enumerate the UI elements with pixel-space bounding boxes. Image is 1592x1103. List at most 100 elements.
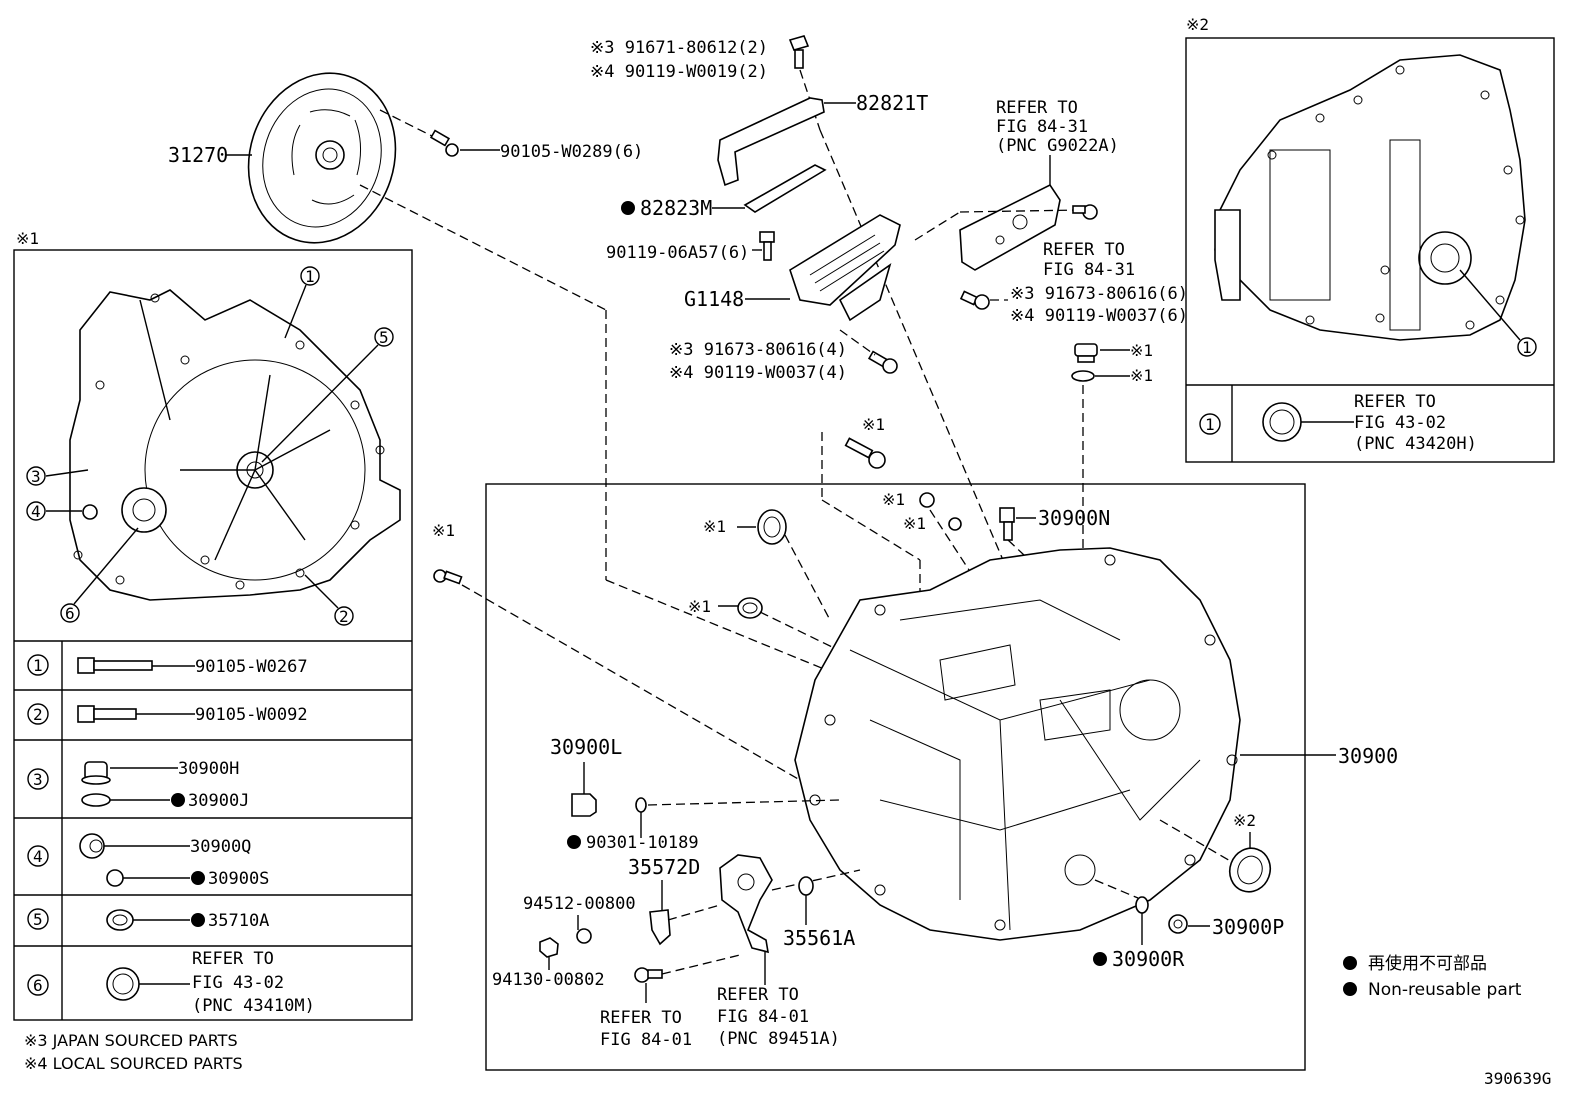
lever-35572D[interactable] <box>649 909 671 946</box>
transaxle-housing-30900[interactable] <box>794 547 1241 941</box>
bolt-left-x1[interactable] <box>433 569 463 585</box>
tag-x1-bolt-center: ※1 <box>862 415 885 434</box>
plug-30900L[interactable] <box>571 793 597 817</box>
washer-94512[interactable] <box>576 928 592 944</box>
label-30900: 30900 <box>1338 744 1398 768</box>
ref-g9022a-line3: (PNC G9022A) <box>996 136 1119 156</box>
sensor-30900N[interactable] <box>999 507 1015 541</box>
svg-text:1: 1 <box>305 267 315 286</box>
inset1-row-3[interactable]: 3 30900H 30900J <box>27 759 249 811</box>
inset1-row-1[interactable]: 1 90105-W0267 <box>27 654 308 677</box>
inset1-tag: ※1 <box>16 229 39 248</box>
inset1-row-2[interactable]: 2 90105-W0092 <box>27 703 308 725</box>
legend-en-text: Non-reusable part <box>1368 980 1522 1000</box>
main-assembly-box <box>485 483 1306 1071</box>
bolt-center-x1[interactable] <box>844 437 886 469</box>
ref-g9022a-line1: REFER TO <box>996 98 1078 118</box>
ref-8401-line2: FIG 84-01 <box>600 1030 692 1050</box>
svg-text:30900H: 30900H <box>178 759 239 779</box>
svg-text:30900J: 30900J <box>188 791 249 811</box>
ref-89451a-line2: FIG 84-01 <box>717 1007 809 1027</box>
ring-x1[interactable] <box>948 517 962 531</box>
tag-x1-nut: ※1 <box>882 490 905 509</box>
svg-text:6: 6 <box>33 976 43 995</box>
svg-text:FIG 43-02: FIG 43-02 <box>1354 413 1446 433</box>
inset1-callout-3: 3 <box>26 466 89 486</box>
label-top-j4: ※4 90119-W0019(2) <box>590 62 768 82</box>
ref-8431-line1: REFER TO <box>1043 240 1125 260</box>
oil-seal-x1-2[interactable] <box>737 597 763 619</box>
svg-text:1: 1 <box>33 656 43 675</box>
seal-35561A[interactable] <box>798 876 814 896</box>
transaxle-housing-rear-view <box>1214 54 1526 341</box>
connector-G1148[interactable] <box>789 214 901 322</box>
neutral-start-switch[interactable] <box>719 854 773 954</box>
label-90301: 90301-10189 <box>586 833 699 853</box>
svg-text:3: 3 <box>31 467 41 486</box>
bracket-82821T[interactable] <box>717 97 825 187</box>
oil-seal-x2[interactable] <box>1224 842 1277 897</box>
note-japan-sourced: ※3 JAPAN SOURCED PARTS <box>24 1031 238 1050</box>
label-top-j3: ※3 91671-80612(2) <box>590 38 768 58</box>
svg-text:3: 3 <box>33 770 43 789</box>
plug-top-right[interactable] <box>1071 343 1098 382</box>
svg-text:2: 2 <box>339 607 349 626</box>
label-30900N: 30900N <box>1038 506 1110 530</box>
transaxle-housing-front-view <box>69 289 401 601</box>
oil-seal-x1-1[interactable] <box>757 509 787 545</box>
bolt-8401[interactable] <box>634 967 663 983</box>
svg-text:5: 5 <box>33 910 43 929</box>
o-ring-90301[interactable] <box>635 797 647 813</box>
label-82821T: 82821T <box>856 91 928 115</box>
ref-8401-line1: REFER TO <box>600 1008 682 1028</box>
ref-8431-line2: FIG 84-31 <box>1043 260 1135 280</box>
svg-text:REFER TO: REFER TO <box>192 949 274 969</box>
svg-text:2: 2 <box>33 705 43 724</box>
label-30900P: 30900P <box>1212 915 1284 939</box>
label-bolt-06A57: 90119-06A57(6) <box>606 243 749 263</box>
label-35561A: 35561A <box>783 926 855 950</box>
inset2-tag: ※2 <box>1186 15 1209 34</box>
svg-text:(PNC 43410M): (PNC 43410M) <box>192 996 315 1016</box>
inset1-row-4[interactable]: 4 30900Q 30900S <box>27 833 269 889</box>
bolt-mid[interactable] <box>867 350 898 374</box>
figure-id: 390639G <box>1484 1069 1551 1088</box>
label-mid-j4: ※4 90119-W0037(4) <box>669 363 847 383</box>
bolt-right-module[interactable] <box>959 290 990 310</box>
tag-x2-seal: ※2 <box>1233 811 1256 830</box>
label-30900R: 30900R <box>1112 947 1185 971</box>
control-valve-cover[interactable] <box>959 183 1061 271</box>
legend-non-reusable: 再使用不可部品 Non-reusable part <box>1343 953 1522 1000</box>
label-G1148: G1148 <box>684 287 744 311</box>
clutch-bolt[interactable] <box>429 129 459 157</box>
svg-text:90105-W0267: 90105-W0267 <box>195 657 308 677</box>
inset1-callout-6: 6 <box>60 527 139 623</box>
svg-text:FIG 43-02: FIG 43-02 <box>192 973 284 993</box>
tag-x1-seal-1: ※1 <box>703 517 726 536</box>
label-94130: 94130-00802 <box>492 970 605 990</box>
tag-x1-ring: ※1 <box>903 514 926 533</box>
svg-text:1: 1 <box>1205 415 1215 434</box>
bolt-right-cover[interactable] <box>1072 204 1098 220</box>
inset2-row-1[interactable]: 1 REFER TO FIG 43-02 (PNC 43420H) <box>1199 392 1477 454</box>
svg-text:6: 6 <box>65 604 75 623</box>
nut-94130[interactable] <box>539 937 559 958</box>
nut-x1[interactable] <box>919 492 935 508</box>
inset1-row-6[interactable]: 6 REFER TO FIG 43-02 (PNC 43410M) <box>27 949 315 1016</box>
label-30900L: 30900L <box>550 735 622 759</box>
bolt-top-82821[interactable] <box>788 35 810 69</box>
tag-x1-plug: ※1 <box>1130 341 1153 360</box>
gasket-82823M[interactable] <box>743 164 827 213</box>
label-right-j4: ※4 90119-W0037(6) <box>1010 306 1188 326</box>
o-ring-30900R[interactable] <box>1135 896 1149 914</box>
inset1-callout-5: 5 <box>261 327 394 463</box>
bolt-06A57[interactable] <box>759 231 775 261</box>
svg-text:(PNC 43420H): (PNC 43420H) <box>1354 434 1477 454</box>
inset1-row-5[interactable]: 5 35710A <box>27 908 269 931</box>
tag-x1-bolt-left: ※1 <box>432 521 455 540</box>
clutch-disc-31270[interactable]: 31270 <box>168 54 417 262</box>
inset2-box <box>1185 37 1555 463</box>
plug-30900P[interactable] <box>1168 914 1188 934</box>
label-31270: 31270 <box>168 143 228 167</box>
